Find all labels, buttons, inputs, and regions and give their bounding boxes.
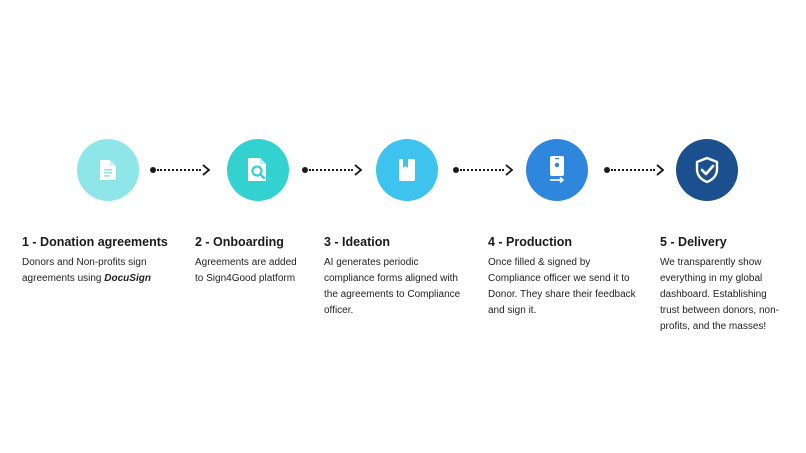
arrow-dotted-line xyxy=(309,169,353,171)
step-4-desc-line: Compliance officer we send it to xyxy=(488,273,630,284)
connector-arrow-1 xyxy=(150,164,210,176)
connector-arrow-3 xyxy=(453,164,513,176)
step-5-desc-line: trust between donors, non- xyxy=(660,305,779,316)
step-3-desc-line: AI generates periodic xyxy=(324,257,419,268)
step-5-desc-line: We transparently show xyxy=(660,257,762,268)
step-2-title: 2 - Onboarding xyxy=(195,235,284,249)
arrow-dotted-line xyxy=(460,169,504,171)
step-5-description: We transparently show everything in my g… xyxy=(660,255,800,335)
arrow-head-icon xyxy=(505,164,513,176)
step-5-desc-line: profits, and the masses! xyxy=(660,321,767,332)
step-5-desc-line: dashboard. Establishing xyxy=(660,289,767,300)
step-1-circle xyxy=(77,139,139,201)
step-1-title: 1 - Donation agreements xyxy=(22,235,168,249)
step-2-desc-line: to Sign4Good platform xyxy=(195,273,296,284)
step-2-description: Agreements are added to Sign4Good platfo… xyxy=(195,255,320,287)
arrow-start-dot xyxy=(453,167,459,173)
arrow-start-dot xyxy=(150,167,156,173)
document-search-icon xyxy=(248,158,266,181)
arrow-start-dot xyxy=(604,167,610,173)
step-2-desc-line: Agreements are added xyxy=(195,257,297,268)
connector-arrow-2 xyxy=(302,164,362,176)
step-3-desc-line: compliance forms aligned with xyxy=(324,273,458,284)
step-4-desc-line: Once filled & signed by xyxy=(488,257,591,268)
step-4-desc-line: and sign it. xyxy=(488,305,537,316)
step-4-desc-line: Donor. They share their feedback xyxy=(488,289,636,300)
step-3-title: 3 - Ideation xyxy=(324,235,390,249)
step-1-desc-line: agreements using DocuSign xyxy=(22,271,192,287)
step-4-circle xyxy=(526,139,588,201)
step-4-title: 4 - Production xyxy=(488,235,573,249)
connector-arrow-4 xyxy=(604,164,664,176)
step-5-desc-line: everything in my global xyxy=(660,273,763,284)
arrow-head-icon xyxy=(202,164,210,176)
step-3-desc-line: the agreements to Compliance xyxy=(324,289,461,300)
step-1-desc-line: Donors and Non-profits sign xyxy=(22,257,147,268)
arrow-head-icon xyxy=(354,164,362,176)
docusign-emphasis: DocuSign xyxy=(104,273,151,284)
step-4-description: Once filled & signed by Compliance offic… xyxy=(488,255,653,319)
step-2-circle xyxy=(227,139,289,201)
mobile-transfer-icon xyxy=(550,156,565,184)
arrow-dotted-line xyxy=(611,169,655,171)
arrow-head-icon xyxy=(656,164,664,176)
arrow-dotted-line xyxy=(157,169,201,171)
step-3-desc-line: officer. xyxy=(324,305,354,316)
step-3-description: AI generates periodic compliance forms a… xyxy=(324,255,484,319)
step-5-circle xyxy=(676,139,738,201)
step-1-desc-text: agreements using xyxy=(22,273,105,284)
step-1-description: Donors and Non-profits sign agreements u… xyxy=(22,255,192,287)
notebook-icon xyxy=(399,159,415,181)
arrow-start-dot xyxy=(302,167,308,173)
step-3-circle xyxy=(376,139,438,201)
step-5-title: 5 - Delivery xyxy=(660,235,727,249)
document-icon xyxy=(100,160,116,180)
shield-check-icon xyxy=(695,156,719,184)
